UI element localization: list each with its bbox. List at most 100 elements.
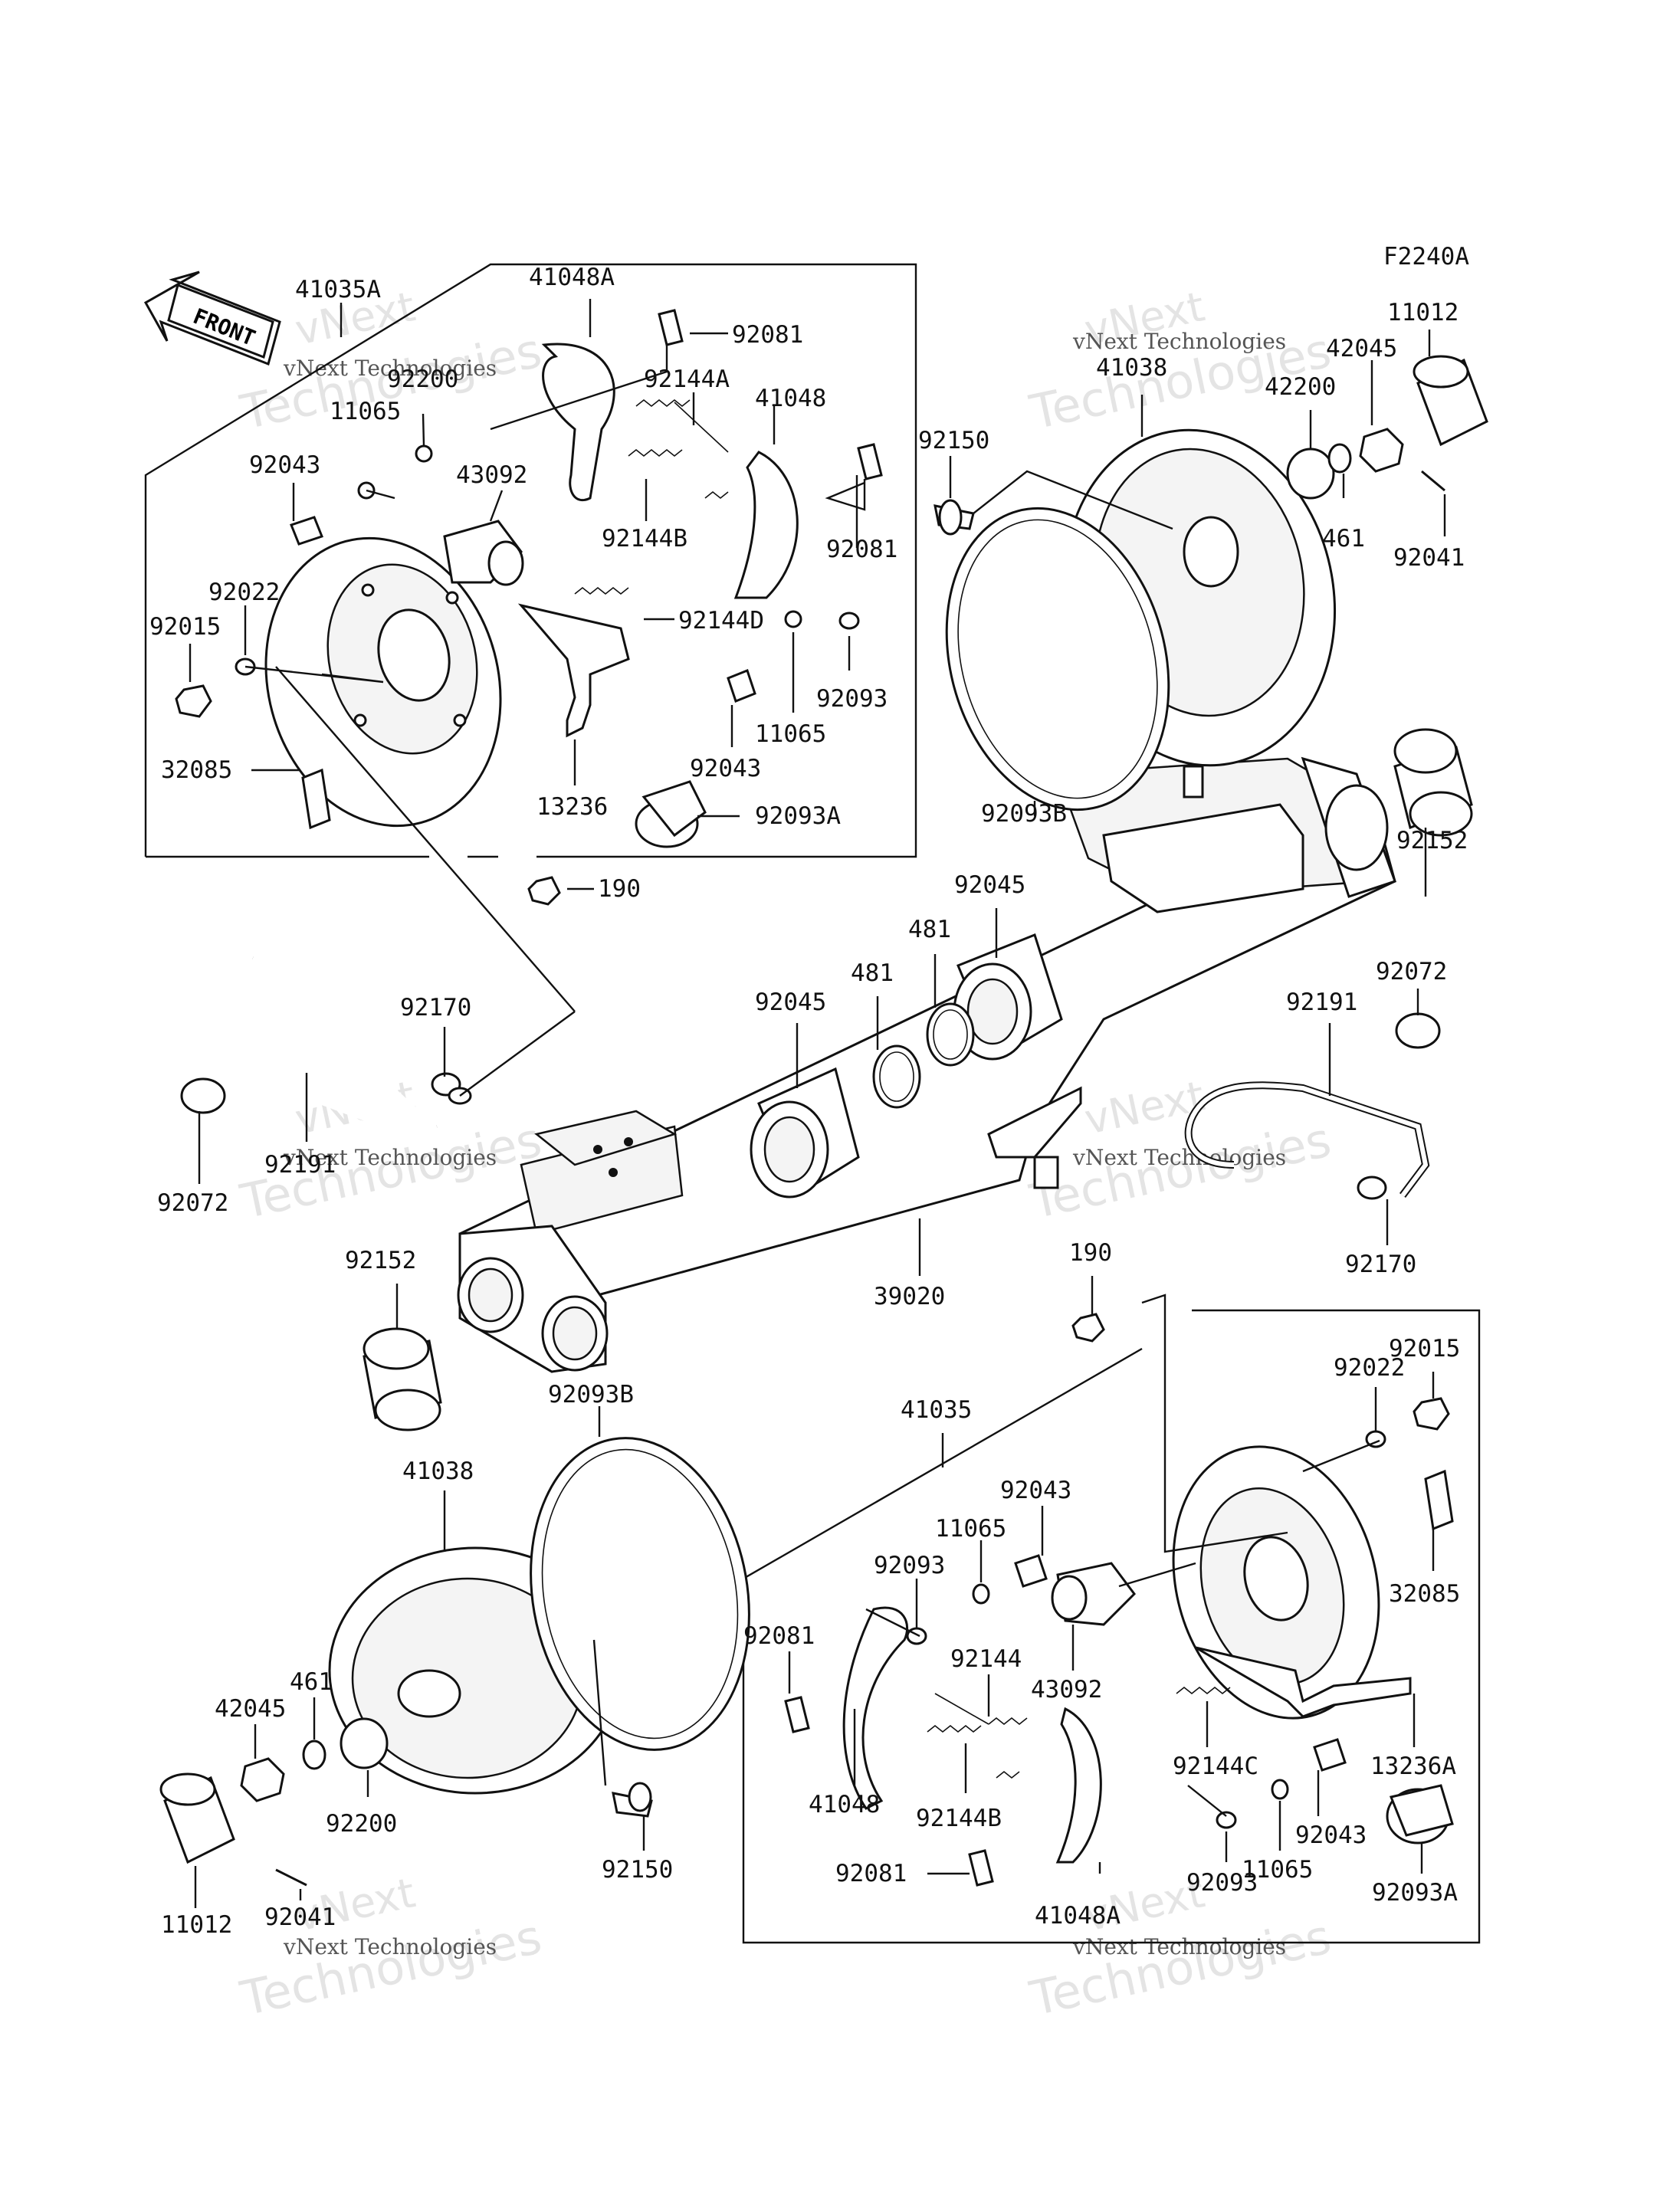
label-461: 461 (290, 1668, 333, 1696)
label-13236: 13236 (536, 793, 608, 821)
label-39020: 39020 (874, 1283, 945, 1310)
shim-32085-top (301, 768, 331, 830)
washer-42200-top (1286, 448, 1335, 500)
spring-92144 (934, 1693, 1028, 1726)
svg-text:vNext Technologies: vNext Technologies (283, 356, 497, 381)
washer-461-bottom (302, 1740, 326, 1770)
group-frame-upper-left (144, 263, 917, 858)
label-92022: 92022 (1334, 1354, 1405, 1382)
label-41048: 41048 (755, 385, 826, 412)
brake-drum-41038-bottom (328, 1546, 622, 1795)
bearing-92045-left (750, 1067, 860, 1199)
label-92200: 92200 (326, 1810, 397, 1838)
label-92081: 92081 (835, 1860, 907, 1887)
group-frame-lower-right (742, 1309, 1481, 1944)
label-11012: 11012 (1387, 299, 1459, 326)
washer-461-top (1327, 443, 1352, 474)
label-92144a: 92144A (644, 366, 730, 393)
svg-text:vNext Technologies: vNext Technologies (283, 1934, 497, 1959)
pin-92043-top (290, 516, 323, 546)
nut-92015-top (175, 684, 212, 718)
hose-clamp-92072-right (1395, 1012, 1441, 1049)
seal-92093a-top (635, 780, 707, 848)
leader-lines (189, 299, 1446, 1908)
label-41048: 41048 (809, 1791, 880, 1818)
label-41038: 41038 (1096, 354, 1167, 382)
svg-text:vNext Technologies: vNext Technologies (1072, 329, 1286, 354)
label-92093: 92093 (816, 685, 888, 713)
clip-92081-top-a (658, 309, 684, 346)
label-11065: 11065 (1242, 1856, 1313, 1884)
brake-pipe-92191-left (145, 952, 472, 1137)
circlip-481-right (926, 1002, 975, 1067)
label-92045: 92045 (755, 989, 826, 1016)
washer-92200-top (415, 444, 433, 463)
cotter-pin-92041-bottom (275, 1868, 307, 1887)
label-190: 190 (598, 875, 641, 903)
label-190: 190 (1069, 1239, 1112, 1267)
label-92144: 92144 (950, 1645, 1022, 1673)
spring-92144c (1176, 1686, 1231, 1695)
label-92152: 92152 (1396, 827, 1468, 854)
brake-shoe-41048-bottom (842, 1606, 909, 1810)
label-92022: 92022 (208, 579, 280, 606)
svg-text:vNext Technologies: vNext Technologies (1072, 1145, 1286, 1170)
brake-shoe-41048a-top (541, 343, 615, 502)
label-92015: 92015 (149, 613, 221, 641)
label-11012: 11012 (161, 1911, 232, 1939)
label-42200: 42200 (1265, 373, 1336, 401)
svg-text:vNext Technologies: vNext Technologies (283, 1145, 497, 1170)
washer-11065-bottom-b (1271, 1779, 1289, 1800)
label-92043: 92043 (690, 755, 761, 782)
shim-32085-bottom (1424, 1469, 1454, 1531)
pin-92043-mid (727, 669, 756, 703)
bearing-92045-right (953, 933, 1063, 1061)
label-92015: 92015 (1389, 1335, 1460, 1362)
watermark-top-right: vNext Technologies vNext Technologies (1025, 282, 1336, 441)
label-92081: 92081 (732, 321, 803, 349)
label-92191: 92191 (264, 1151, 336, 1179)
label-92041: 92041 (1393, 544, 1465, 572)
label-92045: 92045 (954, 871, 1025, 899)
label-92200: 92200 (387, 366, 458, 393)
label-92170: 92170 (400, 994, 471, 1021)
label-92043: 92043 (249, 451, 320, 479)
clip-92081-bottom-b (968, 1849, 994, 1887)
lever-13236a (1195, 1646, 1412, 1718)
label-92093: 92093 (874, 1552, 945, 1579)
label-92072: 92072 (1376, 958, 1447, 985)
bolt-92150-top (934, 499, 975, 536)
seal-92093a-bottom (1386, 1784, 1454, 1844)
label-43092: 43092 (456, 461, 527, 489)
label-11065: 11065 (330, 398, 401, 425)
label-92152: 92152 (345, 1247, 416, 1274)
label-92093: 92093 (1186, 1869, 1258, 1897)
o-ring-92093b-bottom (530, 1437, 750, 1751)
label-41035a: 41035A (295, 276, 381, 303)
spring-92144a (635, 398, 729, 453)
label-92170: 92170 (1345, 1251, 1416, 1278)
pin-92043-bottom-b (1313, 1738, 1347, 1772)
watermark-bottom-right: vNext Technologies vNext Technologies (1025, 1868, 1336, 2027)
brake-panel-41035 (1172, 1445, 1380, 1720)
label-92144c: 92144C (1173, 1753, 1258, 1780)
lever-13236 (517, 603, 630, 738)
label-92043: 92043 (1295, 1822, 1367, 1849)
bushing-92152-left (363, 1327, 442, 1431)
label-13236a: 13236A (1370, 1753, 1456, 1780)
label-92144d: 92144D (678, 607, 764, 635)
label-92191: 92191 (1286, 989, 1357, 1016)
label-92093a: 92093A (1372, 1879, 1458, 1907)
spring-92144d (574, 586, 629, 595)
label-92144b: 92144B (602, 525, 687, 553)
clip-92081-bottom-a (784, 1696, 810, 1733)
washer-92093-top (838, 612, 860, 630)
label-92093b: 92093B (981, 800, 1067, 828)
label-41035: 41035 (901, 1396, 972, 1424)
label-92072: 92072 (157, 1189, 228, 1217)
cap-11012-top (1413, 355, 1488, 447)
label-42045: 42045 (1326, 335, 1397, 362)
label-92144b: 92144B (916, 1805, 1002, 1832)
bolt-190-top (527, 876, 561, 906)
